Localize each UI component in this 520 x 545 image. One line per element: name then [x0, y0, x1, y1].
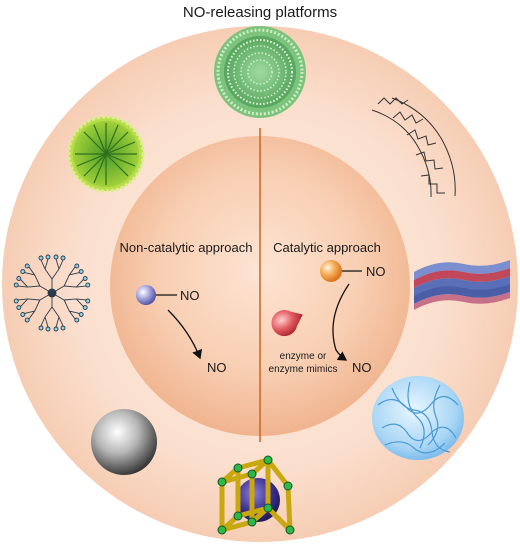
release-arrow: [167, 309, 203, 360]
non-catalytic-heading: Non-catalytic approach: [120, 240, 253, 255]
non-catalytic-panel: Non-catalytic approach NO NO: [120, 240, 253, 375]
stent-icon: [371, 97, 456, 198]
solid-nanoparticle-icon: [91, 409, 157, 475]
liposome-icon: [214, 26, 306, 118]
layered-film-icon: [414, 260, 510, 310]
donor-no-label: NO: [366, 264, 386, 279]
micelle-icon: [67, 115, 145, 193]
no-donor-molecule: [136, 285, 156, 305]
hydrogel-icon: [372, 376, 464, 460]
catalytic-panel: Catalytic approach NO enzyme or enzyme m…: [269, 240, 386, 375]
catalytic-arrow: [332, 283, 350, 361]
donor-no-label: NO: [180, 288, 200, 303]
catalyst-label-line2: enzyme mimics: [269, 364, 338, 375]
released-no-label: NO: [207, 360, 227, 375]
diagram-title: NO-releasing platforms: [183, 4, 337, 21]
dendrimer-icon: [12, 254, 92, 332]
catalytic-heading: Catalytic approach: [273, 240, 381, 255]
mof-cage-icon: [217, 455, 295, 535]
released-no-label: NO: [352, 360, 372, 375]
catalyst-label-line1: enzyme or: [280, 351, 327, 362]
no-donor-molecule: [320, 260, 342, 282]
enzyme-icon: [271, 310, 303, 337]
